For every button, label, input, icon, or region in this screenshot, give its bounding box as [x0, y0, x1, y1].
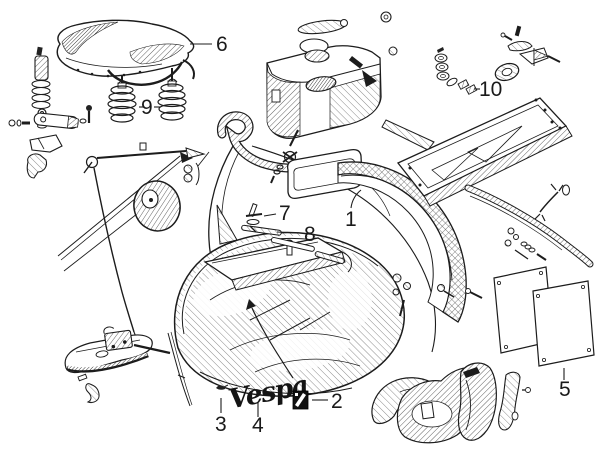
callout-label-2: 2 [331, 390, 343, 413]
rack-rivets [408, 98, 562, 187]
spring-right [157, 78, 187, 121]
rear-frame-section [371, 362, 497, 444]
shield-badge [292, 390, 309, 410]
rack-arm [381, 119, 435, 151]
piaggio-emblem [216, 384, 229, 390]
callout-label-10: 10 [479, 78, 502, 101]
pointer-arrow-tank [362, 70, 377, 87]
license-plates [493, 266, 595, 367]
latch-hardware [494, 25, 561, 82]
floorboard-bracket [103, 326, 133, 351]
callout-label-5: 5 [559, 378, 571, 401]
filler-cap [297, 19, 348, 63]
callout-label-6: 6 [216, 33, 228, 56]
luggage-rack [381, 97, 573, 207]
fastener-pair [183, 151, 210, 186]
fender-hardware [392, 273, 483, 317]
callout-label-3: 3 [215, 413, 227, 436]
side-molding [464, 184, 594, 268]
callout-label-7: 7 [279, 202, 291, 225]
saddle-assembly [56, 19, 195, 89]
suspension-springs [107, 78, 187, 123]
callouts [139, 43, 565, 417]
callout-label-9: 9 [141, 96, 153, 119]
plate-wiring [504, 183, 570, 261]
callout-leader [350, 189, 362, 209]
spring-left [107, 80, 137, 123]
hook-part [85, 383, 100, 403]
pointer-arrow-glovebox [251, 307, 294, 379]
callout-label-4: 4 [252, 414, 264, 437]
callout-label-1: 1 [345, 208, 357, 231]
rail-end-cap [180, 152, 193, 163]
callout-leader [263, 213, 277, 217]
control-cable [93, 167, 142, 360]
trim-strip [270, 236, 315, 252]
washer-stack [434, 47, 478, 95]
pillar-bracket [498, 371, 531, 431]
lever-assembly [8, 105, 92, 130]
floorboard-assembly [64, 326, 171, 403]
saddle-rivets [76, 68, 142, 78]
trim-strip [314, 251, 345, 264]
cowl-front-corner [216, 204, 238, 245]
callout-leader [276, 231, 300, 234]
tank-bolt [348, 56, 364, 69]
filler-hole [305, 76, 337, 92]
fuel-tank-assembly [266, 11, 398, 184]
saddle-rail [107, 61, 184, 86]
horn-cover [133, 180, 181, 232]
brake-linkage [83, 142, 206, 174]
mount-brackets [26, 134, 63, 179]
side-cowl [173, 231, 405, 397]
clip-part [245, 203, 263, 233]
fuel-tap [270, 129, 299, 184]
callout-label-8: 8 [304, 223, 316, 246]
plate [532, 280, 595, 367]
floor-rail-strips [57, 152, 193, 407]
